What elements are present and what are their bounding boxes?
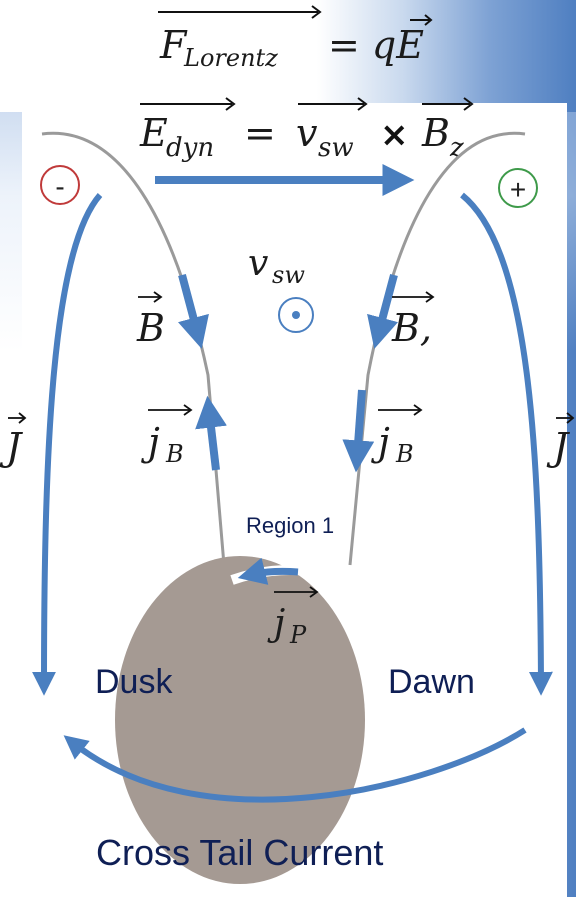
positive-charge-sign: + (510, 174, 526, 205)
dusk-label: Dusk (95, 663, 173, 701)
dynamo-equation: E dyn = v sw × B z (139, 97, 474, 163)
negative-charge-circle (40, 165, 80, 205)
jb-arrow-left-up (195, 395, 227, 471)
dynamo-b: B (421, 111, 450, 155)
vsw-label-subscript: sw (272, 261, 305, 289)
negative-charge-sign: - (55, 171, 64, 202)
j-arrow-left (32, 193, 103, 696)
lorentz-rhs: = qE (328, 23, 424, 67)
jp-label-subscript: P (289, 621, 307, 649)
j-label-left: J (0, 425, 23, 469)
j-label-right: J (546, 425, 570, 469)
b-label-left: B (136, 306, 165, 350)
dynamo-v: v (296, 111, 318, 155)
dynamo-equals: = (244, 111, 276, 155)
vsw-out-of-page-dot (292, 311, 300, 319)
jb-label-left-subscript: B (165, 440, 184, 468)
positive-charge-circle (498, 168, 538, 208)
cross-tail-arrow (63, 727, 527, 803)
field-line-right (348, 131, 526, 566)
b-arrow-right (367, 273, 398, 349)
j-arrow-right (460, 192, 553, 696)
cross-tail-current-label: Cross Tail Current (96, 832, 383, 873)
dynamo-v-subscript: sw (318, 133, 354, 163)
lorentz-lhs-subscript: Lorentz (183, 44, 278, 72)
dynamo-lhs: E (139, 111, 168, 155)
b-arrow-left (178, 273, 209, 349)
earth (115, 556, 365, 884)
region1-label: Region 1 (246, 513, 334, 538)
lorentz-lhs: F (159, 23, 188, 67)
jb-label-right: j (371, 420, 390, 464)
jb-label-right-subscript: B (395, 440, 414, 468)
jp-arrow (237, 557, 299, 585)
cross-product-sign: × (380, 115, 409, 155)
jb-arrow-right-down (342, 389, 375, 473)
jb-label-left: j (141, 420, 160, 464)
vsw-label: v (248, 243, 268, 284)
lorentz-equation: F Lorentz = qE (158, 5, 433, 72)
b-label-right: B, (391, 306, 432, 350)
dynamo-lhs-subscript: dyn (166, 133, 214, 163)
dawn-label: Dawn (388, 663, 475, 701)
